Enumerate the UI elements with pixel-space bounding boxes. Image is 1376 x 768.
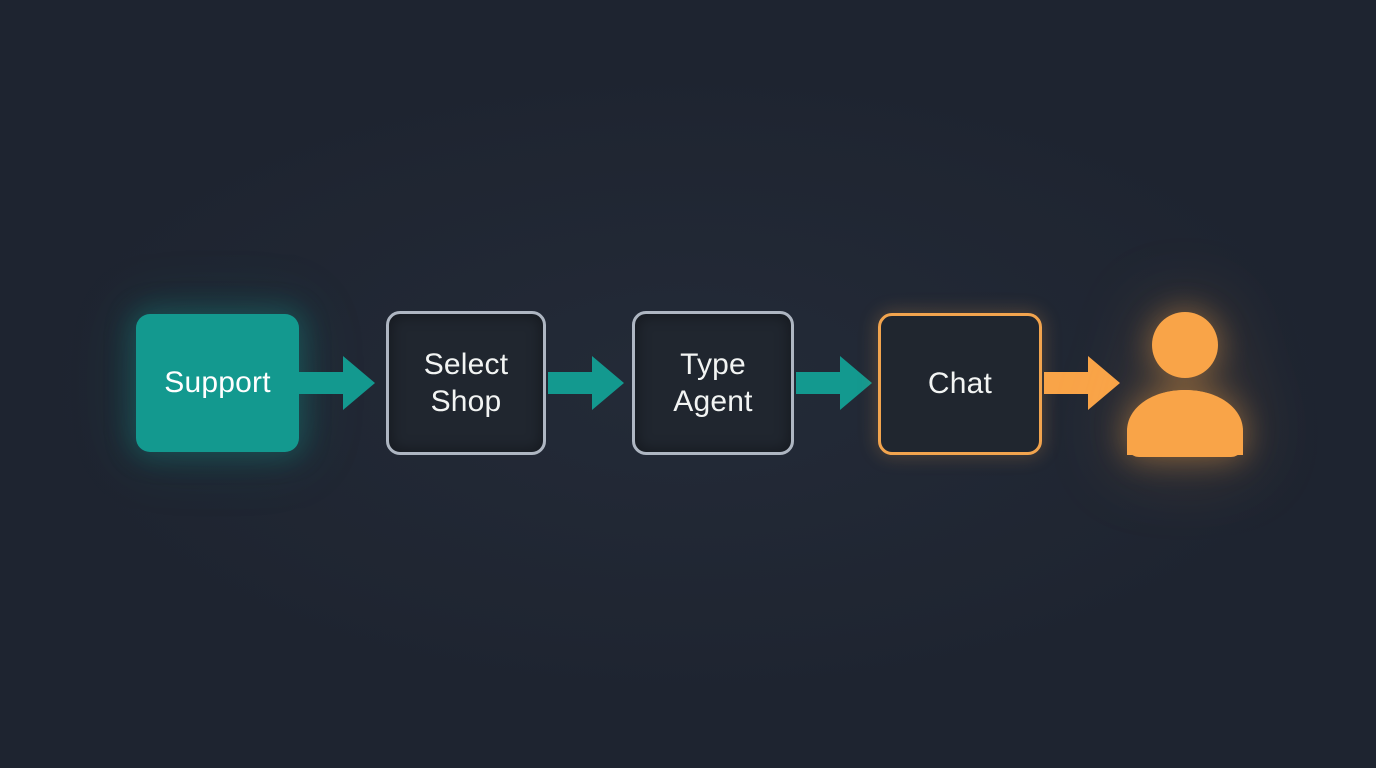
- flow-node-type-agent-label: Type Agent: [673, 347, 753, 419]
- connector-arrow-4: [1044, 352, 1120, 414]
- flow-node-select-shop[interactable]: Select Shop: [386, 311, 546, 455]
- flow-node-chat[interactable]: Chat: [878, 313, 1042, 455]
- flow-node-type-agent[interactable]: Type Agent: [632, 311, 794, 455]
- arrow-right-icon: [1044, 356, 1120, 410]
- user-body-rounded-shape: [1127, 390, 1243, 457]
- user-head-shape: [1152, 312, 1218, 378]
- arrow-right-icon: [299, 356, 375, 410]
- connector-arrow-3: [796, 352, 872, 414]
- arrow-right-icon: [548, 356, 624, 410]
- flow-node-chat-label: Chat: [927, 367, 993, 401]
- flow-node-select-shop-label: Select Shop: [423, 347, 509, 419]
- arrow-right-icon: [796, 356, 872, 410]
- user-person-icon: [1124, 306, 1246, 460]
- connector-arrow-2: [548, 352, 624, 414]
- flow-node-support-label: Support: [164, 366, 271, 400]
- flow-node-support[interactable]: Support: [136, 314, 299, 452]
- connector-arrow-1: [299, 352, 375, 414]
